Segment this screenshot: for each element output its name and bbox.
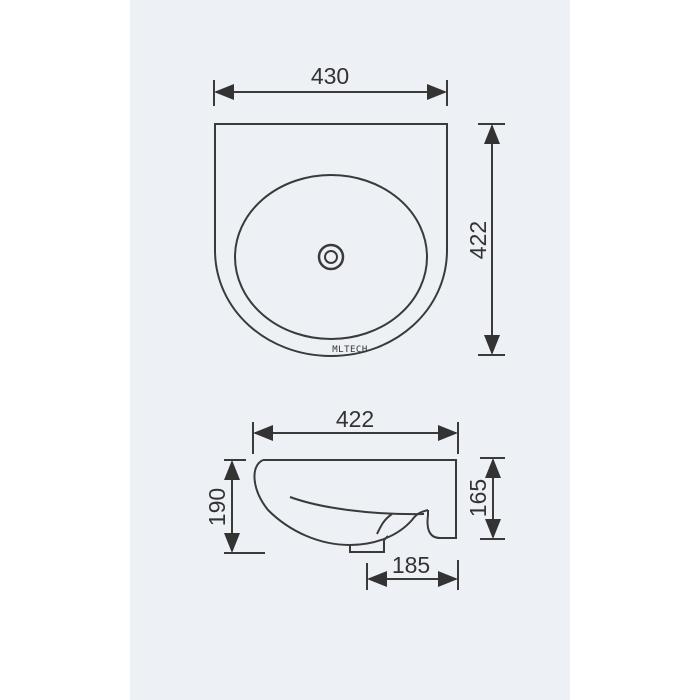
top-depth-dimension (478, 123, 505, 356)
side-bottom-label: 185 (392, 552, 430, 578)
side-bottom-dimension (366, 560, 459, 590)
basin-ellipse (234, 174, 428, 340)
top-view (213, 80, 505, 358)
sink-outline-side (253, 459, 457, 546)
top-width-label: 430 (311, 63, 349, 89)
side-left-height-label: 190 (204, 488, 230, 526)
side-right-height-dimension (480, 457, 505, 540)
sink-outline-top (214, 123, 448, 358)
drain-inner (324, 250, 338, 264)
side-width-label: 422 (336, 406, 374, 432)
side-right-height-label: 165 (465, 479, 491, 517)
top-width-dimension (213, 80, 448, 106)
top-depth-label: 422 (465, 221, 491, 259)
side-width-dimension (252, 422, 459, 454)
side-left-height-dimension (224, 459, 265, 554)
drain-outer (317, 243, 345, 271)
side-view (224, 422, 505, 590)
watermark: MLTECH (332, 345, 368, 355)
